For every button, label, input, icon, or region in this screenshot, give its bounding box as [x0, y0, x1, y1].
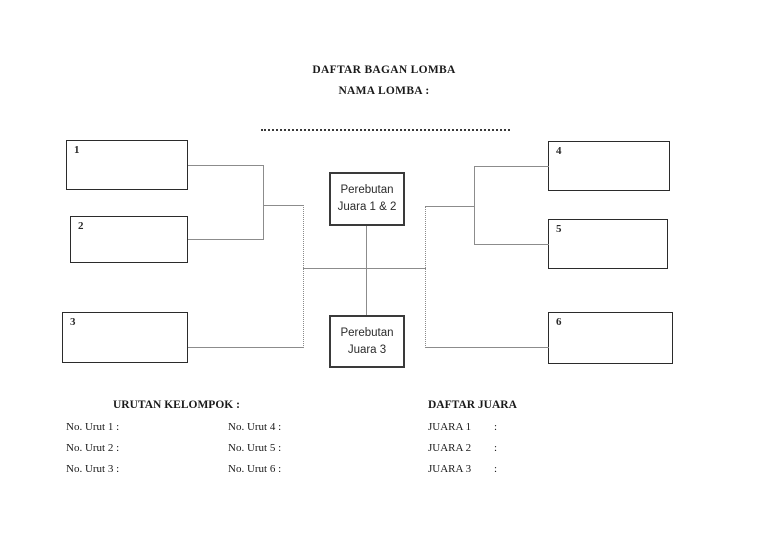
- final-box-first-second-line2: Juara 1 & 2: [337, 201, 397, 213]
- slot-number-2: 2: [78, 220, 84, 232]
- winner-label-3: JUARA 3: [428, 463, 472, 475]
- winner-label-2: JUARA 2: [428, 442, 472, 454]
- connector-slot12-join: [263, 165, 264, 240]
- group-order-item-4: No. Urut 4 :: [228, 421, 282, 433]
- dotted-separator-line: [261, 129, 510, 131]
- connector-slot3-out: [188, 347, 304, 348]
- slot-number-4: 4: [556, 145, 562, 157]
- final-box-first-second-line1: Perebutan: [340, 184, 394, 197]
- connector-right-dotted-vertical: [425, 206, 426, 348]
- slot-number-6: 6: [556, 316, 562, 328]
- connector-slot6-out: [425, 347, 549, 348]
- connector-center-horizontal: [303, 268, 426, 269]
- group-order-item-6: No. Urut 6 :: [228, 463, 282, 475]
- slot-box-3[interactable]: 3: [62, 312, 188, 363]
- winners-heading: DAFTAR JUARA: [428, 399, 517, 411]
- connector-slot45-join: [474, 166, 475, 244]
- slot-number-1: 1: [74, 144, 80, 156]
- winner-colon-1: :: [494, 421, 498, 433]
- connector-slot12-forward: [263, 205, 304, 206]
- final-box-third-line1: Perebutan: [340, 326, 394, 339]
- winner-colon-2: :: [494, 442, 498, 454]
- group-order-item-2: No. Urut 2 :: [66, 442, 120, 454]
- connector-slot1-out: [188, 165, 263, 166]
- connector-slot4-out: [474, 166, 549, 167]
- final-box-third-line2: Juara 3: [347, 343, 387, 356]
- final-box-third[interactable]: Perebutan Juara 3: [329, 315, 405, 368]
- slot-box-1[interactable]: 1: [66, 140, 188, 190]
- slot-box-4[interactable]: 4: [548, 141, 670, 191]
- slot-number-3: 3: [70, 316, 76, 328]
- groups-heading: URUTAN KELOMPOK :: [113, 399, 240, 411]
- slot-box-5[interactable]: 5: [548, 219, 668, 269]
- page-title: DAFTAR BAGAN LOMBA: [312, 64, 456, 76]
- winner-colon-3: :: [494, 463, 498, 475]
- final-box-first-second[interactable]: Perebutan Juara 1 & 2: [329, 172, 405, 226]
- connector-slot5-out: [474, 244, 549, 245]
- connector-slot2-out: [188, 239, 263, 240]
- connector-center-vertical: [366, 226, 367, 315]
- slot-box-2[interactable]: 2: [70, 216, 188, 263]
- connector-left-dotted-vertical: [303, 205, 304, 348]
- group-order-item-3: No. Urut 3 :: [66, 463, 120, 475]
- competition-name-label: NAMA LOMBA :: [338, 85, 430, 97]
- slot-number-5: 5: [556, 223, 562, 235]
- connector-slot45-forward: [425, 206, 475, 207]
- group-order-item-1: No. Urut 1 :: [66, 421, 120, 433]
- group-order-item-5: No. Urut 5 :: [228, 442, 282, 454]
- slot-box-6[interactable]: 6: [548, 312, 673, 364]
- winner-label-1: JUARA 1: [428, 421, 472, 433]
